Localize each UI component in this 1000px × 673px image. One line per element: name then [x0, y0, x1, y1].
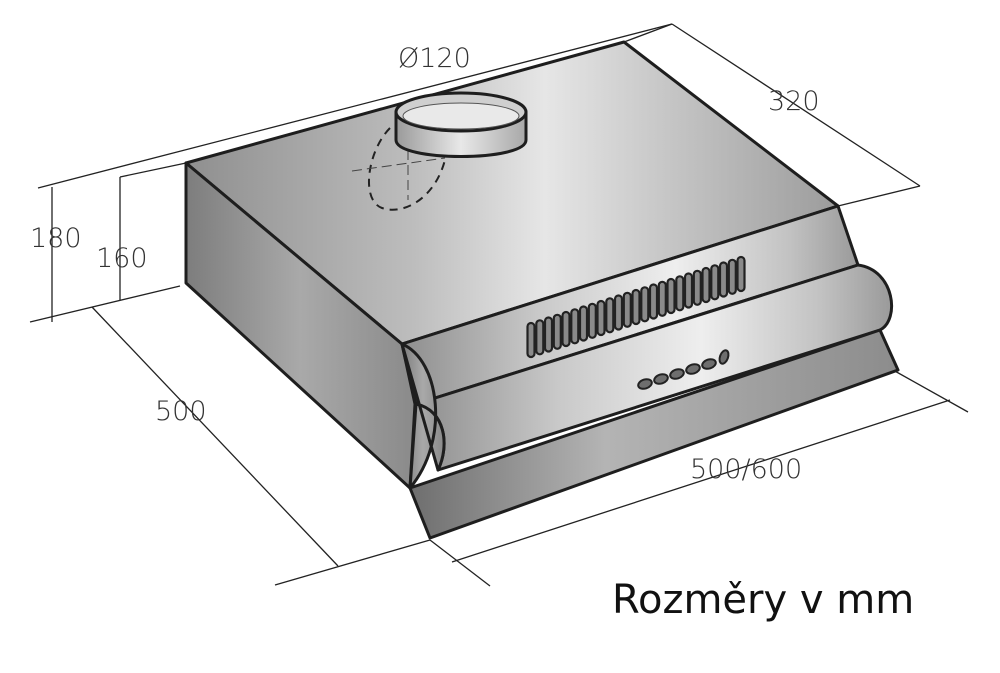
vent-slot-icon	[657, 280, 667, 317]
vent-slot-icon	[675, 275, 685, 312]
control-button-icon	[653, 373, 669, 385]
vent-slot-icon	[578, 305, 589, 342]
vent-slot-icon	[736, 255, 746, 293]
control-button-icon	[669, 368, 685, 380]
vent-slot-icon	[683, 272, 694, 309]
vent-slot-icon	[596, 299, 606, 337]
control-button-icon	[637, 378, 653, 390]
duct-collar-icon	[351, 91, 528, 211]
depth-top-label: 320	[768, 86, 820, 117]
duct-diameter-label: Ø120	[398, 43, 471, 74]
depth-side-label: 500	[155, 396, 207, 427]
vent-slot-icon	[648, 283, 659, 320]
total-height-label: 180	[30, 223, 82, 254]
dimension-lines	[29, 23, 969, 587]
body-height-label: 160	[96, 243, 148, 274]
light-indicator-icon	[718, 349, 730, 365]
vent-slot-icon	[631, 288, 641, 326]
vent-slot-icon	[718, 261, 729, 298]
vent-slot-icon	[561, 310, 571, 348]
vent-slot-icon	[526, 321, 536, 359]
vent-slot-icon	[535, 319, 545, 356]
width-label: 500/600	[690, 454, 802, 485]
vent-slot-icon	[605, 297, 615, 334]
control-button-icon	[685, 363, 701, 375]
control-buttons	[637, 349, 730, 390]
vent-slot-icon	[640, 286, 650, 323]
ventilation-slots-icon	[526, 255, 746, 359]
vent-slot-icon	[543, 316, 554, 353]
vent-slot-icon	[727, 258, 737, 295]
vent-slot-icon	[570, 308, 580, 345]
vent-slot-icon	[692, 269, 702, 306]
vent-slot-icon	[613, 294, 624, 331]
vent-slot-icon	[552, 313, 562, 350]
vent-slot-icon	[666, 277, 676, 315]
vent-slot-icon	[701, 266, 711, 304]
control-button-icon	[701, 358, 717, 370]
vent-slot-icon	[622, 291, 632, 328]
vent-slot-icon	[587, 302, 597, 339]
range-hood-body	[184, 40, 900, 540]
caption-units: Rozměry v mm	[612, 577, 914, 623]
vent-slot-icon	[710, 264, 720, 301]
